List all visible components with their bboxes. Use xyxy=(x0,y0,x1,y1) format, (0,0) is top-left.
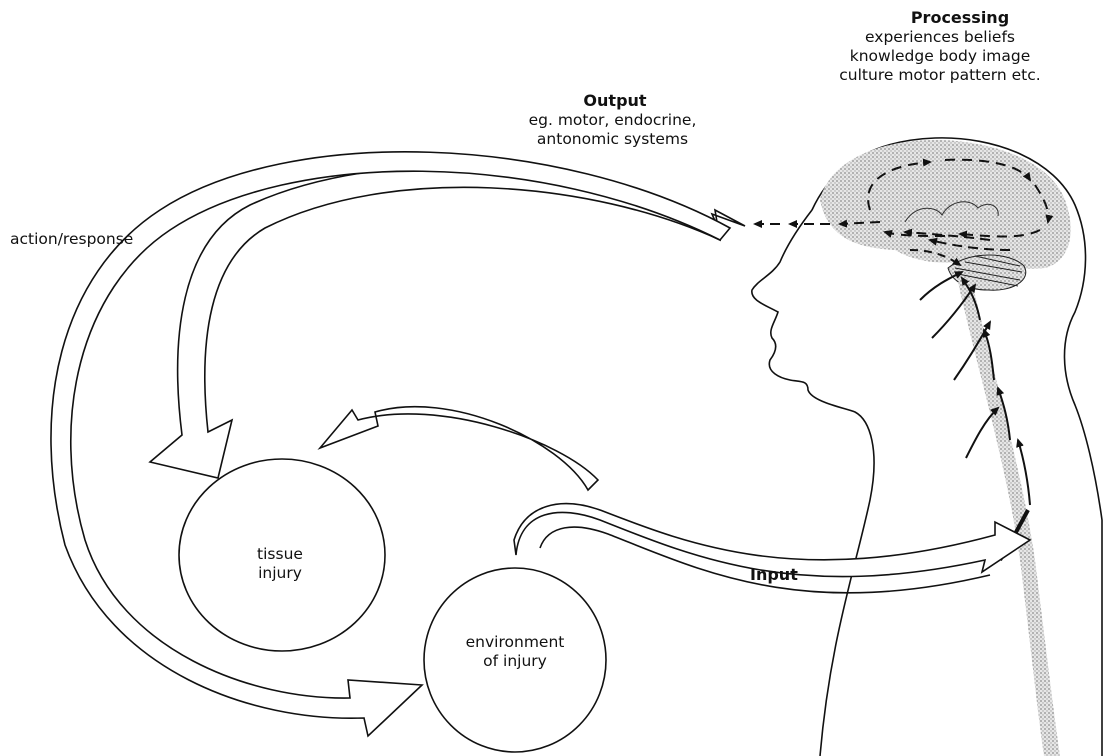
environment-line-1: environment xyxy=(450,633,580,652)
input-label: Input xyxy=(750,565,798,584)
spinal-cord xyxy=(958,282,1060,756)
output-line-1: eg. motor, endocrine, xyxy=(475,111,750,130)
processing-line-3: culture motor pattern etc. xyxy=(780,66,1100,85)
feedback-arrow xyxy=(320,407,598,490)
processing-title: Processing xyxy=(870,8,1050,27)
environment-label: environment of injury xyxy=(450,633,580,670)
action-response-label: action/response xyxy=(10,230,133,249)
tissue-injury-line-1: tissue xyxy=(230,545,330,564)
output-details: eg. motor, endocrine, antonomic systems xyxy=(475,111,750,148)
output-line-2: antonomic systems xyxy=(475,130,750,149)
tissue-injury-line-2: injury xyxy=(230,564,330,583)
action-response-arrow xyxy=(51,152,730,736)
environment-line-2: of injury xyxy=(450,652,580,671)
processing-line-2: knowledge body image xyxy=(780,47,1100,66)
processing-line-1: experiences beliefs xyxy=(780,28,1100,47)
tissue-injury-label: tissue injury xyxy=(230,545,330,582)
processing-details: experiences beliefs knowledge body image… xyxy=(780,28,1100,85)
output-title: Output xyxy=(560,91,670,110)
